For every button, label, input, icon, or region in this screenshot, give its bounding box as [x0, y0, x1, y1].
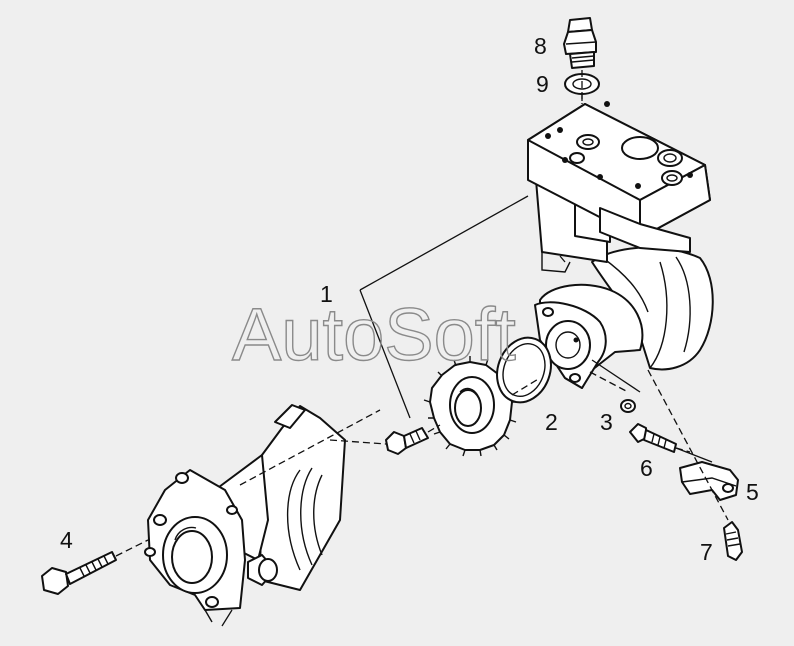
callout-6: 6 [640, 455, 653, 481]
callout-4: 4 [60, 527, 73, 553]
fitting-part-8 [563, 17, 597, 69]
callout-7: 7 [700, 539, 713, 565]
callout-5: 5 [746, 479, 759, 505]
watermark-text: AutoSoft [232, 293, 516, 376]
gear-part-1 [423, 356, 518, 457]
engine-timing-housing [144, 404, 346, 623]
washer-part-3 [620, 399, 636, 413]
callout-8: 8 [534, 33, 547, 59]
leader-lines [221, 195, 713, 627]
callout-3: 3 [600, 409, 613, 435]
bolt-part-6 [629, 423, 677, 453]
air-compressor [527, 101, 714, 389]
bracket-part-5 [679, 461, 739, 501]
o-ring-part-2 [496, 336, 552, 404]
callout-2: 2 [545, 409, 558, 435]
bolt-part-4 [41, 551, 117, 595]
callout-1: 1 [320, 281, 333, 307]
callout-9: 9 [536, 71, 549, 97]
gear-bolt-part-1 [385, 427, 429, 455]
assembly-lines [115, 70, 729, 557]
callout-labels: 1 2 3 4 5 6 7 8 9 [60, 33, 759, 565]
bolt-part-7 [723, 521, 743, 561]
